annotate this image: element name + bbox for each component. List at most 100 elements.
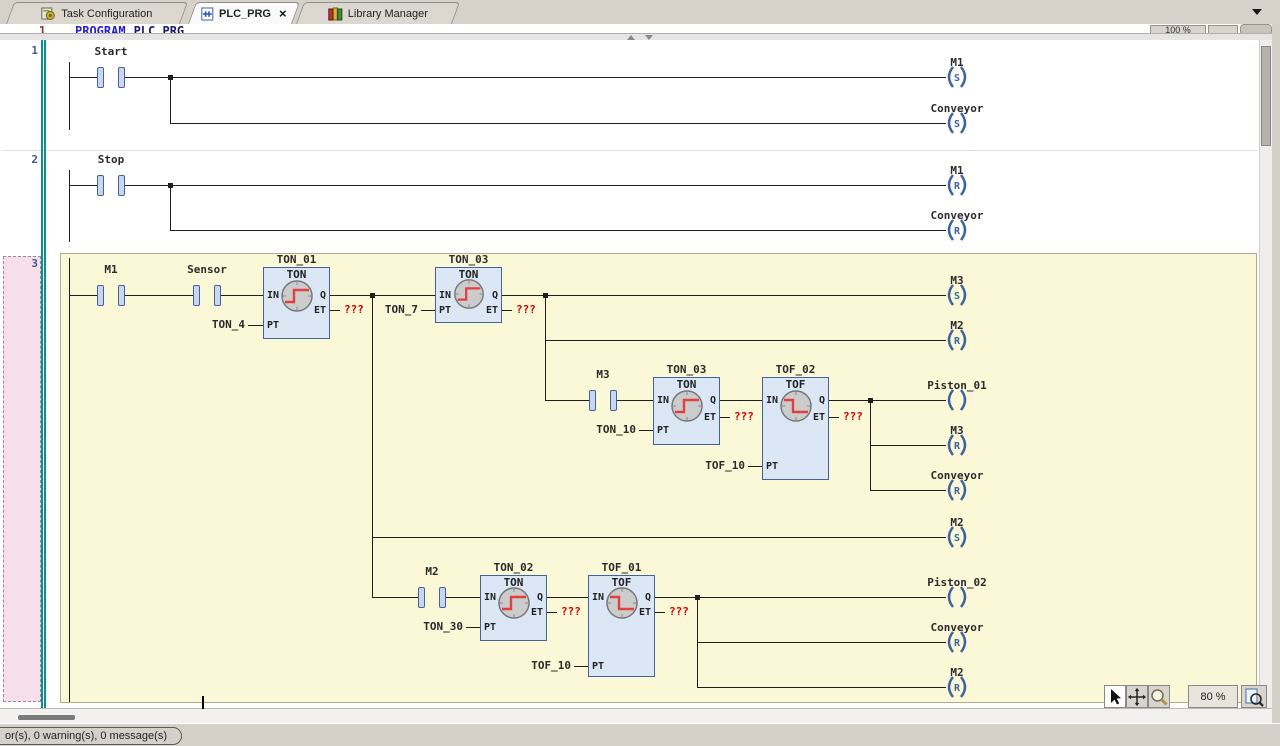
- coil-set-m3[interactable]: M3 S: [942, 274, 972, 307]
- pin-et[interactable]: ET: [485, 305, 498, 316]
- wire-segment: [69, 185, 946, 186]
- coil-set-m2[interactable]: M2 S: [942, 516, 972, 549]
- horizontal-scrollbar[interactable]: [0, 708, 1272, 723]
- pin-pt[interactable]: PT: [484, 622, 497, 633]
- pin-pt[interactable]: PT: [592, 661, 605, 672]
- tab-label: Task Configuration: [61, 7, 153, 20]
- pin-in[interactable]: IN: [592, 592, 605, 603]
- pin-pt[interactable]: PT: [657, 425, 670, 436]
- pin-pt[interactable]: PT: [766, 461, 779, 472]
- et-unresolved-value[interactable]: ???: [734, 410, 754, 423]
- select-tool-button[interactable]: [1104, 685, 1126, 708]
- declaration-line-number: 1: [38, 24, 46, 34]
- pin-q[interactable]: Q: [818, 395, 825, 406]
- editor-zoom-value[interactable]: 100 %: [1150, 25, 1206, 33]
- tab-list-dropdown-icon[interactable]: [1252, 9, 1262, 15]
- coil-piston-02[interactable]: Piston_02: [927, 576, 987, 609]
- pin-in[interactable]: IN: [766, 395, 779, 406]
- et-unresolved-value[interactable]: ???: [344, 303, 364, 316]
- function-block-ton-03-2[interactable]: TON_03 TON IN Q ET PT: [653, 363, 720, 445]
- pin-in[interactable]: IN: [439, 290, 452, 301]
- coil-set-conveyor[interactable]: Conveyor S: [931, 102, 983, 135]
- pin-in[interactable]: IN: [657, 395, 670, 406]
- contact-sensor[interactable]: Sensor: [187, 263, 227, 306]
- operand-ton-10[interactable]: TON_10: [596, 423, 636, 436]
- function-block-ton-03[interactable]: TON_03 TON IN Q PT ET: [435, 253, 502, 323]
- contact-m2[interactable]: M2: [418, 565, 446, 608]
- pin-et[interactable]: ET: [812, 412, 825, 423]
- network-3-highlight[interactable]: [60, 253, 1257, 703]
- pin-q[interactable]: Q: [319, 290, 326, 301]
- tab-task-configuration[interactable]: Task Configuration: [5, 2, 189, 24]
- pin-et[interactable]: ET: [638, 607, 651, 618]
- wire-junction: [868, 398, 873, 403]
- coil-reset-conveyor[interactable]: Conveyor R: [931, 209, 983, 242]
- contact-start[interactable]: Start: [94, 45, 128, 88]
- contact-m3[interactable]: M3: [589, 368, 617, 411]
- coil-reset-conveyor-2[interactable]: Conveyor R: [931, 469, 983, 502]
- operand-tof-10-2[interactable]: TOF_10: [531, 659, 571, 672]
- operand-tof-10[interactable]: TOF_10: [705, 459, 745, 472]
- tab-plc-prg[interactable]: PLC_PRG ×: [187, 2, 301, 24]
- magnifier-icon: [1151, 688, 1168, 706]
- magnifier-page-icon: [1245, 688, 1264, 707]
- contact-stop[interactable]: Stop: [97, 153, 125, 196]
- et-unresolved-value[interactable]: ???: [669, 605, 689, 618]
- vertical-scrollbar[interactable]: [1259, 40, 1272, 708]
- status-message: or(s), 0 warning(s), 0 message(s): [5, 730, 167, 742]
- network-3-selection-margin[interactable]: [3, 256, 41, 702]
- function-block-tof-01[interactable]: TOF_01 TOF IN Q ET PT: [588, 561, 655, 677]
- pin-q[interactable]: Q: [644, 592, 651, 603]
- power-rail: [69, 62, 70, 130]
- close-tab-icon[interactable]: ×: [279, 5, 287, 21]
- set-coil-icon: S: [947, 112, 967, 134]
- wire-segment: [547, 597, 588, 598]
- pin-pt[interactable]: PT: [439, 305, 452, 316]
- wire-segment: [574, 666, 588, 667]
- vertical-scrollbar-thumb[interactable]: [1261, 46, 1271, 146]
- horizontal-scrollbar-thumb[interactable]: [18, 715, 75, 720]
- wire-segment: [547, 612, 557, 613]
- set-coil-icon: S: [947, 284, 967, 306]
- splitter-down-icon[interactable]: [645, 35, 653, 40]
- operand-ton-30[interactable]: TON_30: [423, 620, 463, 633]
- tab-library-manager[interactable]: Library Manager: [295, 2, 461, 24]
- wire-segment: [697, 597, 698, 687]
- pin-et[interactable]: ET: [530, 607, 543, 618]
- coil-piston-01[interactable]: Piston_01: [927, 379, 987, 412]
- et-unresolved-value[interactable]: ???: [561, 605, 581, 618]
- zoom-level-box[interactable]: 80 %: [1188, 685, 1238, 708]
- splitter-up-icon[interactable]: [627, 35, 635, 40]
- zoom-tool-button[interactable]: [1148, 685, 1170, 708]
- pin-pt[interactable]: PT: [267, 320, 280, 331]
- coil-reset-m2-2[interactable]: M2 R: [942, 666, 972, 699]
- function-block-ton-01[interactable]: TON_01 TON IN Q ET PT: [263, 253, 330, 339]
- function-block-tof-02[interactable]: TOF_02 TOF IN Q ET PT: [762, 363, 829, 480]
- function-block-ton-02[interactable]: TON_02 TON IN Q ET PT: [480, 561, 547, 641]
- panel-toggle-button[interactable]: [1240, 24, 1272, 33]
- pin-et[interactable]: ET: [703, 412, 716, 423]
- operand-ton-7[interactable]: TON_7: [384, 303, 418, 316]
- pin-in[interactable]: IN: [484, 592, 497, 603]
- timer-clock-icon: [453, 279, 484, 309]
- zoom-fit-button[interactable]: [1241, 685, 1267, 708]
- coil-reset-m2[interactable]: M2 R: [942, 319, 972, 352]
- coil-reset-m1[interactable]: M1 R: [942, 164, 972, 197]
- pin-in[interactable]: IN: [267, 290, 280, 301]
- keyword-program: PROGRAM: [75, 24, 126, 34]
- contact-m1[interactable]: M1: [97, 263, 125, 306]
- coil-set-m1[interactable]: M1 S: [942, 56, 972, 89]
- pan-tool-button[interactable]: [1126, 685, 1148, 708]
- editor-tool-icon[interactable]: [1208, 25, 1238, 33]
- coil-reset-conveyor-3[interactable]: Conveyor R: [931, 621, 983, 654]
- svg-text:R: R: [954, 226, 961, 237]
- pin-q[interactable]: Q: [491, 290, 498, 301]
- et-unresolved-value[interactable]: ???: [516, 303, 536, 316]
- pin-q[interactable]: Q: [709, 395, 716, 406]
- et-unresolved-value[interactable]: ???: [843, 410, 863, 423]
- operand-ton-4[interactable]: TON_4: [211, 318, 245, 331]
- pin-et[interactable]: ET: [313, 305, 326, 316]
- coil-reset-m3[interactable]: M3 R: [942, 424, 972, 457]
- pin-q[interactable]: Q: [536, 592, 543, 603]
